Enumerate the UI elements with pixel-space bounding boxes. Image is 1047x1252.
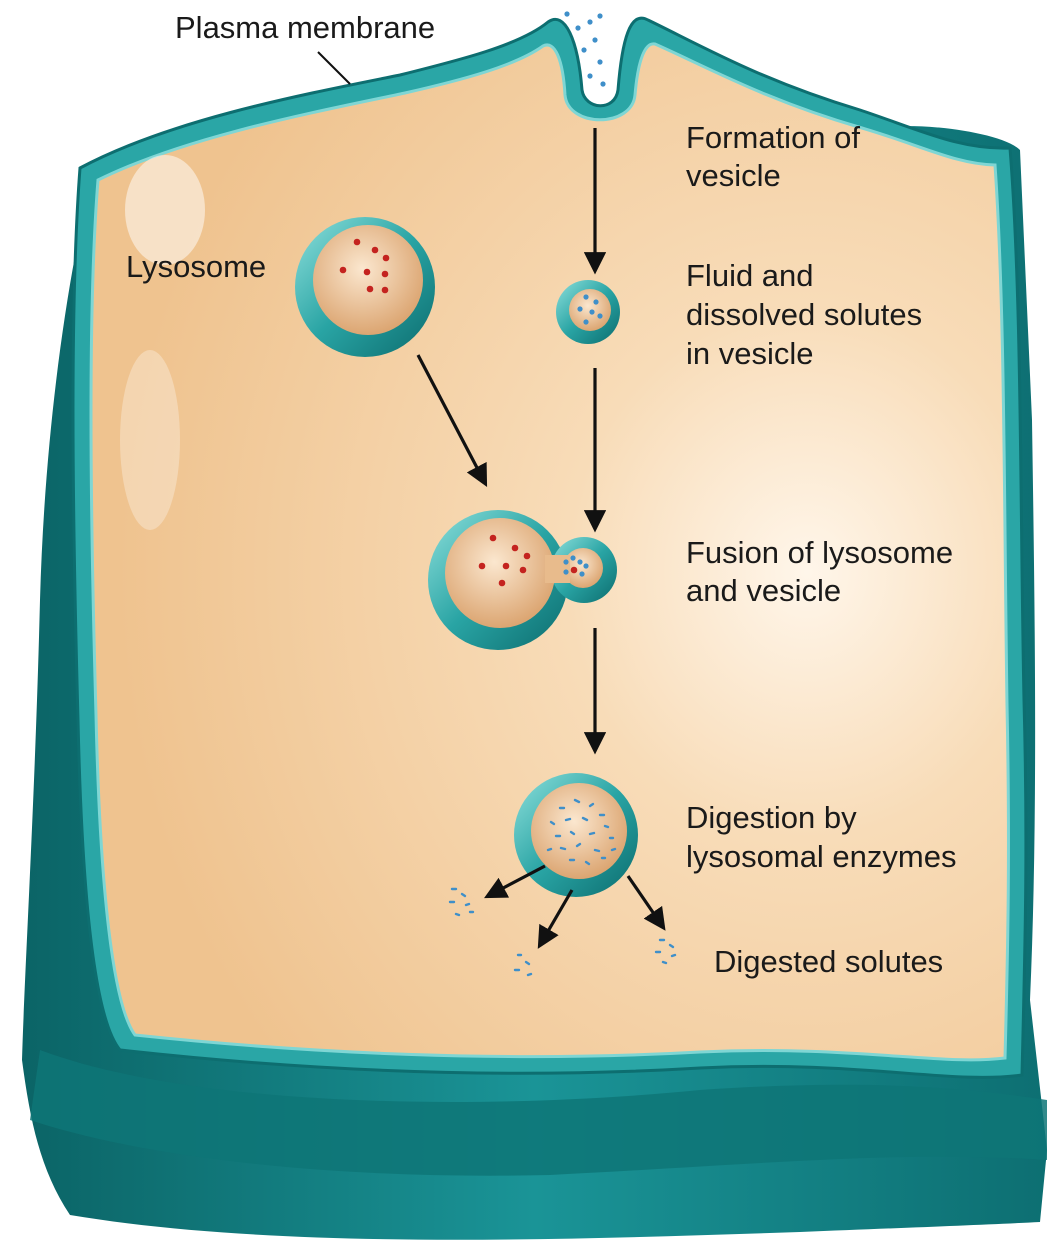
label-digested-solutes: Digested solutes — [714, 944, 943, 979]
label-fusion-line2: and vesicle — [686, 573, 841, 608]
label-fluid-line1: Fluid and — [686, 258, 814, 293]
label-fluid-line3: in vesicle — [686, 336, 814, 371]
label-digestion-line2: lysosomal enzymes — [686, 839, 956, 874]
label-fluid-line2: dissolved solutes — [686, 297, 922, 332]
label-digestion-line1: Digestion by — [686, 800, 857, 835]
vesicle — [556, 280, 620, 344]
plasma-membrane-leader — [318, 52, 350, 84]
digestion-vesicle — [514, 773, 638, 897]
label-formation-line2: vesicle — [686, 158, 781, 193]
label-fusion-line1: Fusion of lysosome — [686, 535, 953, 570]
label-plasma-membrane: Plasma membrane — [175, 10, 435, 45]
lysosome — [295, 217, 435, 357]
label-formation-line1: Formation of — [686, 120, 860, 155]
label-lysosome: Lysosome — [126, 249, 266, 284]
cytoplasm-highlight-2 — [120, 350, 180, 530]
